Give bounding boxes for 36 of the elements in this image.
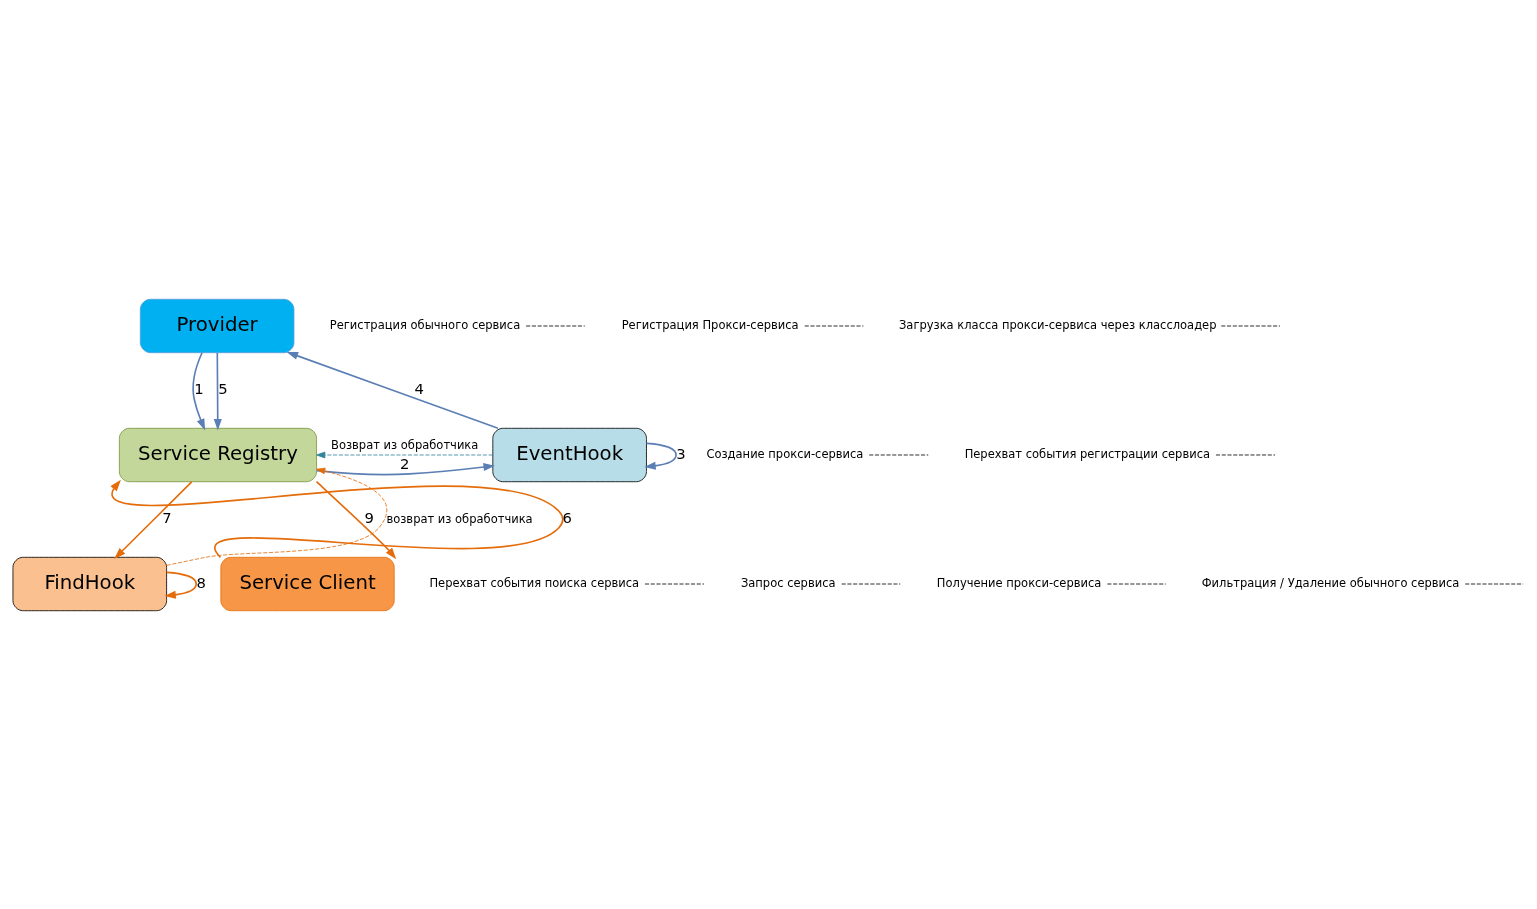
edge-label: 3	[676, 444, 686, 462]
edge-label: 2	[399, 454, 410, 472]
node-box: Service Registry	[118, 427, 317, 482]
node-text: Регистрация обычного сервиса	[329, 317, 521, 332]
arrow	[192, 351, 206, 430]
node-text: Фильтрация / Удаление обычного сервиса	[1201, 575, 1460, 590]
edge-label: 8	[196, 573, 206, 591]
arrow	[644, 442, 677, 470]
edge-label: 5	[218, 379, 228, 397]
edge-label: Возврат из обработчика	[331, 437, 479, 452]
edge-label: возврат из обработчика	[386, 511, 533, 526]
arrow	[315, 462, 495, 475]
node-text: Перехват события поиска сервиса	[429, 575, 640, 590]
node-text: Запрос сервиса	[740, 575, 836, 590]
arrow	[316, 451, 493, 458]
node-box: Service Client	[220, 556, 395, 611]
edge-label: 4	[414, 379, 424, 397]
node-text: Получение прокси-сервиса	[936, 575, 1102, 590]
arrow	[213, 351, 222, 431]
node-box: EventHook	[492, 427, 647, 482]
arrow	[114, 480, 193, 559]
node-text: Создание прокси-сервиса	[706, 446, 864, 461]
node-text: Перехват события регистрации сервиса	[964, 446, 1211, 461]
edge-label: 1	[194, 379, 204, 397]
edge-label: 9	[364, 508, 374, 526]
arrow	[164, 571, 197, 599]
node-box: Provider	[139, 298, 295, 353]
arrow	[166, 467, 388, 566]
node-text: Загрузка класса прокси-сервиса через класслоадер	[898, 317, 1217, 332]
node-text: Регистрация Прокси-сервиса	[621, 317, 799, 332]
arrow	[315, 480, 397, 559]
edge-label: 7	[162, 508, 172, 526]
arrow	[110, 479, 564, 558]
node-box: FindHook	[12, 556, 167, 611]
edge-label: 6	[562, 508, 572, 526]
arrow	[286, 351, 499, 429]
